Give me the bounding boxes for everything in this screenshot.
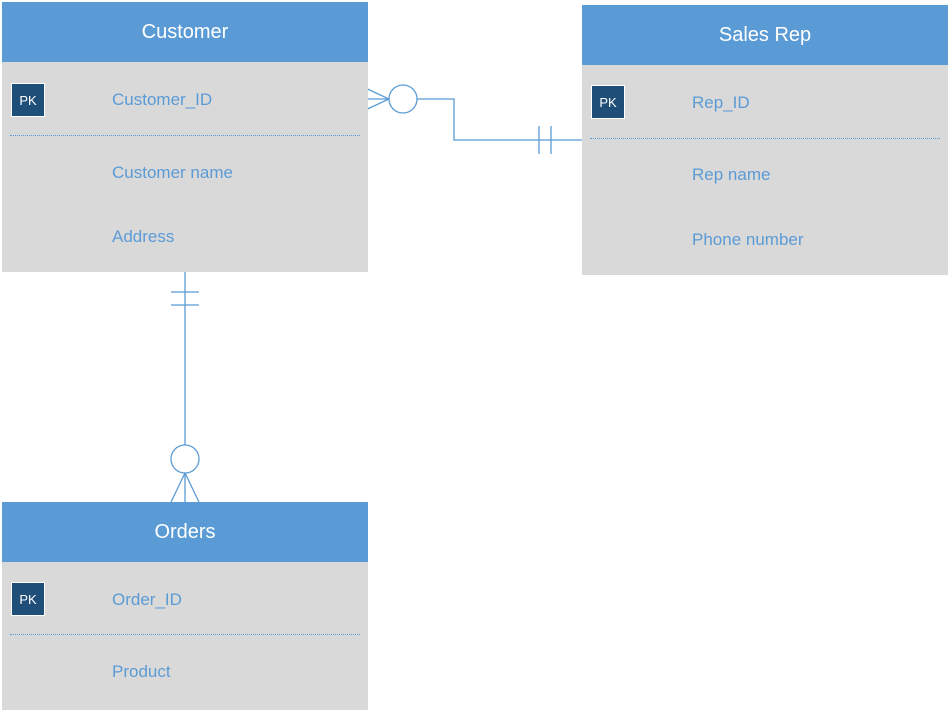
attribute-rep-id: Rep_ID: [692, 93, 750, 112]
primary-key-badge: PK: [11, 582, 45, 616]
entity-sales-rep[interactable]: Sales Rep PK Rep_ID Rep name Phone numbe…: [582, 5, 948, 275]
entity-title: Customer: [2, 2, 368, 62]
attribute-customer-name: Customer name: [112, 163, 233, 182]
attribute-customer-id: Customer_ID: [112, 90, 213, 109]
key-divider: [10, 634, 360, 635]
entity-customer[interactable]: Customer PK Customer_ID Customer name Ad…: [2, 2, 368, 272]
attribute-address: Address: [112, 227, 175, 246]
key-divider: [10, 135, 360, 136]
key-divider: [590, 138, 940, 139]
connector-customer-salesrep[interactable]: [360, 84, 582, 154]
attribute-phone-number: Phone number: [692, 230, 804, 249]
attribute-order-id: Order_ID: [112, 590, 182, 609]
entity-title: Sales Rep: [582, 5, 948, 65]
entity-orders[interactable]: Orders PK Order_ID Product: [2, 502, 368, 710]
connector-customer-orders[interactable]: [170, 265, 200, 503]
attribute-rep-name: Rep name: [692, 165, 771, 184]
primary-key-badge: PK: [11, 83, 45, 117]
entity-title: Orders: [2, 502, 368, 562]
attribute-product: Product: [112, 662, 171, 681]
primary-key-badge: PK: [591, 85, 625, 119]
